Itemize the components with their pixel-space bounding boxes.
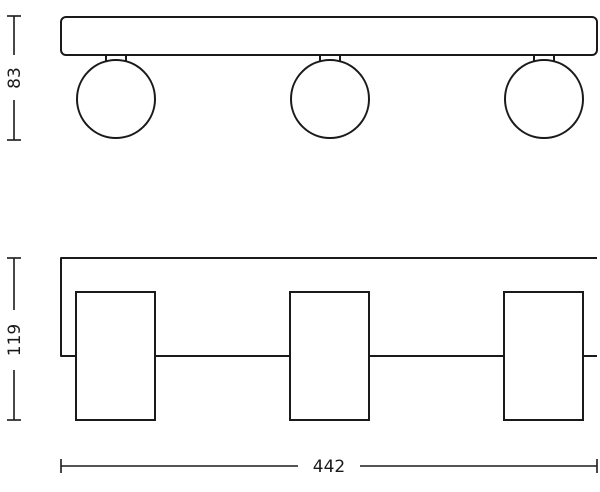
- top-view-spot-3: [504, 54, 584, 139]
- front-view-spot-2: [289, 291, 370, 421]
- dimension-width-label: 442: [313, 457, 345, 477]
- top-view-spot-1: [76, 54, 156, 139]
- front-view-spot-3: [503, 291, 584, 421]
- dimension-height-top-label: 83: [5, 67, 25, 89]
- front-view: [60, 257, 597, 421]
- dimension-height-front: 119: [5, 257, 25, 421]
- dimension-width: 442: [60, 457, 598, 477]
- top-view: [60, 16, 598, 139]
- dimension-height-front-label: 119: [5, 324, 25, 356]
- front-view-spot-1: [75, 291, 156, 421]
- top-view-spot-2: [290, 54, 370, 139]
- top-view-spot-1-head: [76, 59, 156, 139]
- top-view-base-plate: [60, 16, 598, 56]
- top-view-spot-3-head: [504, 59, 584, 139]
- dimension-height-top: 83: [5, 15, 25, 141]
- top-view-spot-2-head: [290, 59, 370, 139]
